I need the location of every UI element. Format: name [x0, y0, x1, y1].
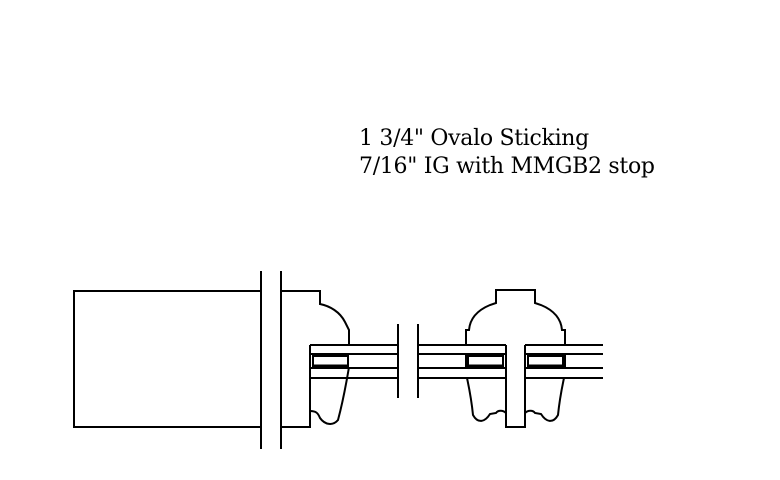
muntin-lower-right-profile — [524, 377, 565, 422]
stile-rectangle — [73, 290, 261, 428]
muntin-lower-left-profile — [466, 377, 507, 422]
caption-line-glass: 7/16" IG with MMGB2 stop — [359, 154, 655, 179]
left-sticking-profile — [281, 290, 350, 345]
caption-line-sticking: 1 3/4" Ovalo Sticking — [359, 126, 589, 151]
left-sticking-lower-profile — [281, 366, 350, 428]
muntin-tenon — [505, 345, 526, 428]
muntin-upper-profile — [465, 289, 566, 345]
diagram-caption: 1 3/4" Ovalo Sticking 7/16" IG with MMGB… — [359, 125, 655, 181]
